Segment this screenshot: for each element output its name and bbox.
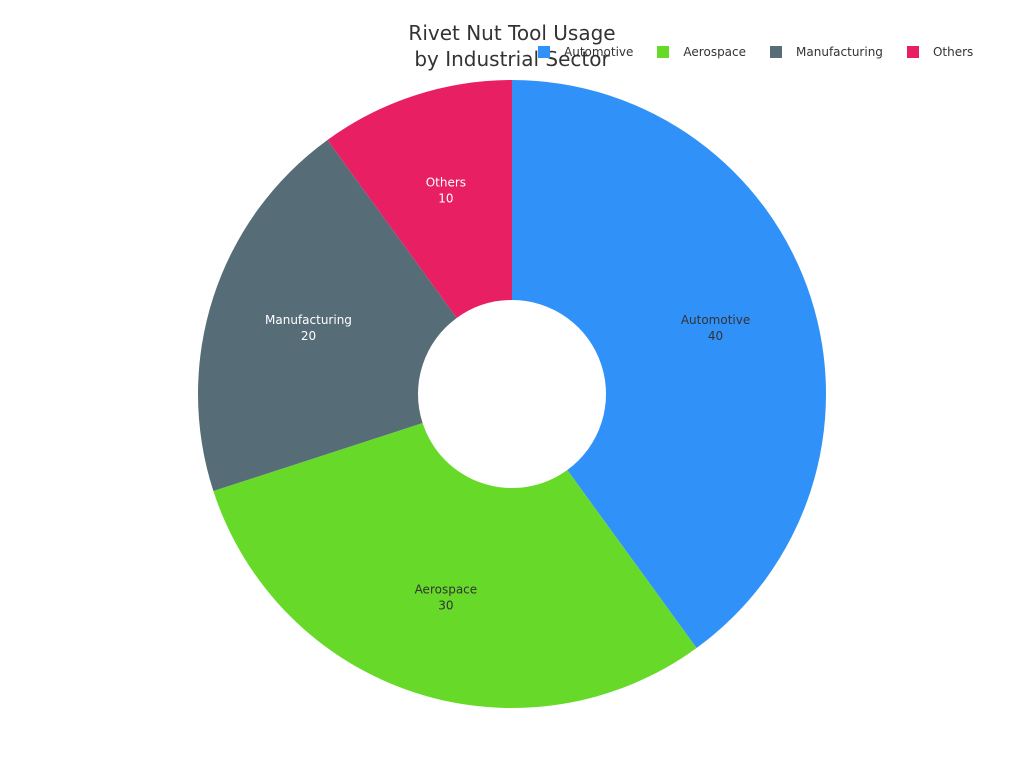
legend-label: Automotive: [564, 45, 634, 59]
slice-others[interactable]: [327, 80, 512, 318]
legend-item-automotive[interactable]: Automotive: [538, 45, 633, 59]
legend-label: Aerospace: [683, 45, 747, 59]
legend-swatch-icon: [906, 46, 919, 58]
chart-title-line1: Rivet Nut Tool Usage: [408, 21, 616, 45]
chart-title-line2: by Industrial Sector: [414, 47, 610, 71]
legend-label: Others: [932, 45, 974, 59]
legend-item-others[interactable]: Others: [906, 45, 974, 59]
legend-label: Manufacturing: [796, 45, 883, 59]
slice-manufacturing[interactable]: [198, 139, 457, 492]
legend-item-aerospace[interactable]: Aerospace: [657, 45, 746, 59]
legend-swatch-icon: [770, 46, 783, 58]
slice-aerospace[interactable]: [213, 423, 697, 708]
legend-swatch-icon: [538, 46, 550, 58]
slice-automotive[interactable]: [512, 80, 826, 649]
chart-title: Rivet Nut Tool Usage by Industrial Secto…: [312, 20, 712, 72]
legend-swatch-icon: [657, 46, 670, 58]
chart-legend: Automotive Aerospace Manufacturing Other…: [538, 45, 997, 59]
legend-item-manufacturing[interactable]: Manufacturing: [770, 45, 883, 59]
